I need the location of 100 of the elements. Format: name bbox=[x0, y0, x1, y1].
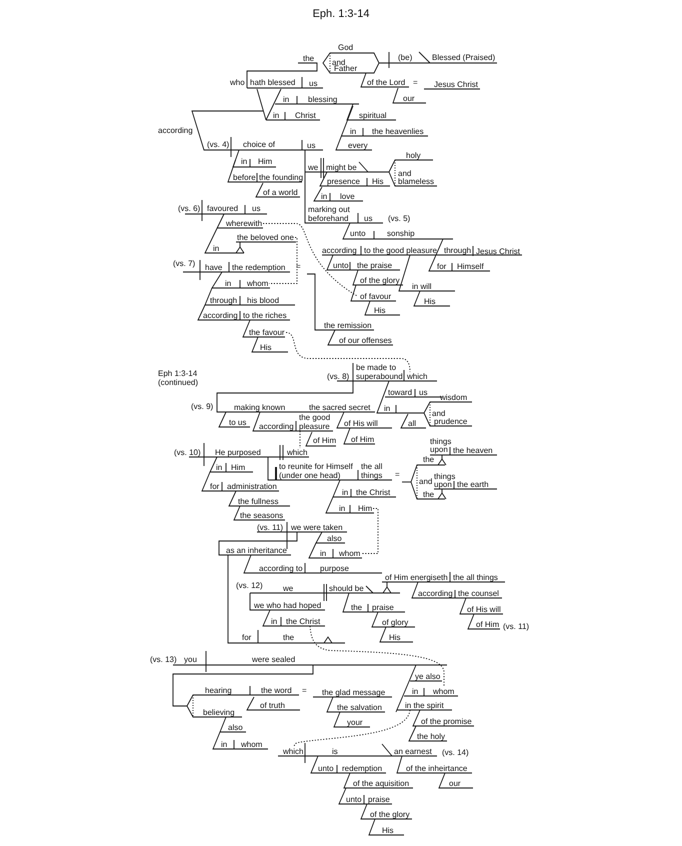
word-label: in bbox=[320, 548, 326, 558]
word-label: to the good pleasure bbox=[364, 246, 437, 254]
word-label: praise bbox=[368, 794, 390, 804]
verse-reference: (vs. 10) bbox=[174, 448, 201, 456]
word-label: according bbox=[259, 422, 294, 430]
word-label: of His will bbox=[467, 604, 501, 614]
connector-line bbox=[310, 626, 444, 688]
word-label: in bbox=[213, 244, 220, 252]
word-label: to reunite for Himself (under one head) bbox=[279, 462, 354, 480]
connector-line bbox=[362, 508, 378, 554]
word-label: in bbox=[225, 278, 232, 288]
word-label: Him bbox=[258, 156, 272, 166]
word-label: every bbox=[348, 140, 368, 150]
word-label: according bbox=[158, 126, 193, 134]
word-label: His bbox=[374, 306, 386, 314]
word-label: wisdom bbox=[440, 392, 468, 402]
word-label: prudence bbox=[434, 416, 468, 426]
word-label: the counsel bbox=[458, 588, 499, 598]
verse-reference: (vs. 4) bbox=[207, 140, 230, 148]
word-label: praise bbox=[372, 602, 394, 612]
word-label: us bbox=[364, 214, 372, 222]
word-label: sonship bbox=[387, 228, 415, 238]
word-label: blameless bbox=[398, 176, 434, 186]
word-label: spiritual bbox=[359, 110, 387, 120]
continuation-heading: Eph 1:3-14 (continued) bbox=[158, 368, 200, 386]
word-label: the all things bbox=[453, 572, 498, 582]
word-label: (be) bbox=[398, 52, 412, 62]
connector-line bbox=[262, 223, 358, 297]
verse-reference: (vs. 13) bbox=[150, 654, 177, 664]
word-label: of Him energiseth bbox=[385, 572, 448, 582]
verse-reference: (vs. 11) bbox=[503, 622, 530, 630]
connector-line bbox=[268, 237, 298, 284]
word-label: according bbox=[203, 310, 238, 320]
word-label: in the spirit bbox=[405, 700, 444, 710]
word-label: the redemption bbox=[232, 262, 286, 272]
word-label: for bbox=[210, 482, 220, 490]
word-label: the sacred secret bbox=[309, 402, 370, 412]
word-label: we were taken bbox=[291, 522, 343, 532]
word-label: in bbox=[350, 126, 356, 136]
diagram-title: Eph. 1:3-14 bbox=[312, 8, 370, 21]
word-label: the holy bbox=[417, 732, 446, 740]
word-label: we bbox=[283, 584, 294, 592]
word-label: whom bbox=[247, 278, 268, 288]
word-label: according bbox=[418, 588, 453, 598]
word-label: us bbox=[252, 204, 260, 212]
word-label: of Him bbox=[351, 434, 374, 444]
word-label: the remission bbox=[324, 320, 372, 330]
word-label: choice of bbox=[243, 140, 276, 148]
word-label: you bbox=[184, 654, 197, 664]
word-label: God bbox=[338, 42, 354, 52]
verse-reference: (vs. 7) bbox=[173, 258, 196, 268]
word-label: of His will bbox=[344, 418, 378, 428]
word-label: the fullness bbox=[238, 496, 278, 506]
connector-line bbox=[286, 332, 410, 372]
word-label: of truth bbox=[260, 700, 285, 710]
word-label: ye also bbox=[415, 672, 440, 680]
word-label: which bbox=[287, 448, 308, 456]
word-label: of the glory bbox=[360, 276, 400, 284]
word-label: the good pleasure bbox=[299, 412, 333, 430]
word-label: who bbox=[230, 78, 245, 86]
word-label: as an inheritance bbox=[226, 546, 287, 554]
word-label: our bbox=[403, 94, 415, 102]
word-label: for bbox=[242, 632, 252, 642]
verse-reference: (vs. 9) bbox=[191, 402, 214, 410]
word-label: also bbox=[327, 534, 342, 542]
word-label: whom bbox=[241, 740, 262, 748]
equals-sign: = bbox=[296, 262, 301, 270]
word-label: things bbox=[434, 472, 456, 480]
word-label: of the aquisition bbox=[353, 778, 410, 788]
word-label: all bbox=[408, 418, 416, 428]
word-label: the beloved one bbox=[237, 232, 294, 242]
word-label: of our offenses bbox=[339, 336, 392, 344]
word-label: in bbox=[384, 404, 390, 412]
word-label: wherewith bbox=[226, 218, 262, 228]
word-label: His bbox=[260, 342, 272, 352]
word-label: and bbox=[398, 168, 412, 178]
word-label: his blood bbox=[247, 296, 280, 304]
word-label: Blessed (Praised) bbox=[432, 52, 496, 62]
word-label: the bbox=[423, 490, 434, 498]
word-label: and bbox=[419, 476, 432, 486]
word-label: favoured bbox=[207, 204, 238, 212]
word-label: of the promise bbox=[421, 716, 472, 726]
verse-reference: (vs. 12) bbox=[236, 580, 263, 590]
word-label: in bbox=[283, 94, 290, 104]
word-label: the favour bbox=[249, 328, 285, 336]
word-label: the founding bbox=[259, 172, 304, 182]
word-label: according bbox=[322, 246, 357, 254]
word-label: making known bbox=[234, 402, 286, 412]
word-label: believing bbox=[203, 708, 235, 716]
word-label: also bbox=[228, 722, 243, 732]
word-label: the bbox=[423, 454, 434, 464]
word-label: which bbox=[283, 746, 304, 756]
word-label: the Christ bbox=[356, 488, 390, 496]
word-label: might be bbox=[326, 162, 357, 172]
word-label: whom bbox=[339, 548, 360, 558]
word-label: Him bbox=[231, 462, 246, 472]
word-label: in bbox=[342, 488, 348, 496]
word-label: Jesus Christ bbox=[476, 246, 520, 256]
word-label: of Him bbox=[476, 620, 500, 628]
word-label: us bbox=[309, 78, 318, 88]
